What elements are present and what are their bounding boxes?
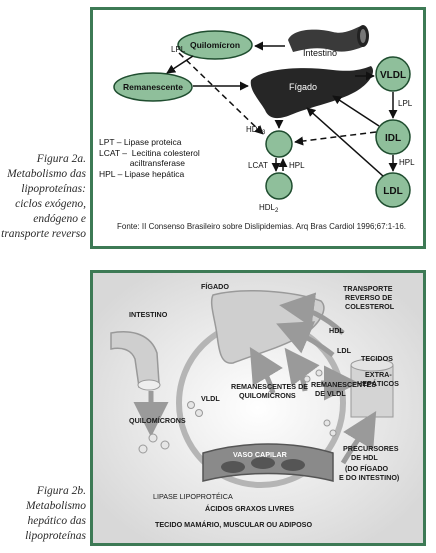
liver-label: Fígado <box>289 82 317 92</box>
chylo-remnant-label-1: REMANESCENTES DE <box>231 382 308 391</box>
ldl-node <box>375 172 411 208</box>
figure-2a-caption: Figura 2a. Metabolismo das lipoproteínas… <box>0 152 86 242</box>
caption-line: Figura 2a. <box>36 153 86 165</box>
hdl3-subscript: 3 <box>262 130 266 136</box>
ldl-label: LDL <box>383 186 402 197</box>
arrow-precursors-up <box>340 410 377 465</box>
lpl-top-label: LPL <box>171 45 186 54</box>
lipoprotein-particles <box>138 369 337 454</box>
quilomicron-node <box>177 30 253 60</box>
intestine-label: INTESTINO <box>129 310 168 319</box>
hdl2-subscript: 2 <box>275 208 279 214</box>
caption-line: Metabolismo <box>25 500 86 512</box>
free-fatty-acids-label: ÁCIDOS GRAXOS LIVRES <box>205 504 294 513</box>
vldl-label: VLDL <box>380 70 406 81</box>
figure-2b-caption: Figura 2b. Metabolismo hepático das lipo… <box>0 484 86 544</box>
capillary-vessel <box>202 443 334 482</box>
caption-line: transporte reverso <box>1 228 86 240</box>
arrow-hdl-to-liver <box>276 321 335 357</box>
hepatic-metabolism-diagram: FÍGADO TRANSPORTE REVERSO DE COLESTEROL … <box>93 273 423 543</box>
tissue-label-1: TECIDOS <box>361 354 393 363</box>
idl-node <box>375 119 411 155</box>
hpl-center-label: HPL <box>289 161 305 170</box>
legend-line: HPL – Lipase hepática <box>99 168 185 179</box>
remanescente-label: Remanescente <box>123 82 183 92</box>
caption-line: endógeno e <box>33 213 86 225</box>
lpl-right-label: LPL <box>398 99 413 108</box>
lipoprotein-cycle-diagram: Intestino Fígado Quilomícron Remanescent… <box>113 25 415 214</box>
liver-shape <box>250 66 374 119</box>
precursor-label-3: (DO FÍGADO <box>345 464 389 473</box>
vldl-remnant-label-2: DE VLDL <box>315 389 346 398</box>
tissue-label-2: EXTRA- <box>365 370 392 379</box>
source-note: Fonte: II Consenso Brasileiro sobre Disl… <box>117 222 407 231</box>
transport-label-3: COLESTEROL <box>345 302 395 311</box>
tissue-type-label: TECIDO MAMÁRIO, MUSCULAR OU ADIPOSO <box>155 520 312 529</box>
intestine-tube <box>110 331 161 391</box>
hpl-right-label: HPL <box>399 158 415 167</box>
legend-line: LCAT – Lecitina colesterol <box>99 147 200 158</box>
caption-line: lipoproteínas: <box>21 183 86 195</box>
vldl-node <box>375 56 411 92</box>
intestine-shape <box>288 25 369 52</box>
legend-line: aciltransferase <box>99 158 185 168</box>
precursor-label-4: E DO INTESTINO) <box>339 473 400 482</box>
chylo-remnant-label-2: QUILOMÍCRONS <box>239 391 296 400</box>
idl-label: IDL <box>385 133 401 144</box>
hdl-label: HDL <box>329 326 344 335</box>
liver-label: FÍGADO <box>201 282 229 291</box>
precursor-label-1: PRECURSORES <box>343 444 399 453</box>
hdl3-text: HDL <box>246 125 263 134</box>
transport-label-1: TRANSPORTE <box>343 284 393 293</box>
dashed-arrow-quilomicron-to-hdl3 <box>178 52 264 135</box>
arrow-remnants-to-liver <box>249 346 283 394</box>
lcat-label: LCAT <box>248 161 268 170</box>
vldl-remnant-label-1: REMANESCENTES <box>311 380 376 389</box>
transport-label-2: REVERSO DE <box>345 293 392 302</box>
ldl-label: LDL <box>337 346 352 355</box>
arrow-quilomicron-to-remanescente <box>166 55 194 74</box>
caption-line: hepático das <box>27 515 86 527</box>
caption-line: Metabolismo das <box>7 168 86 180</box>
caption-line: lipoproteínas <box>25 530 86 542</box>
chylomicrons-label: QUILOMÍCRONS <box>129 416 186 425</box>
hdl3-node <box>265 130 293 158</box>
tissue-label-3: HEPÁTICOS <box>357 379 399 388</box>
figure-2a-panel: Intestino Fígado Quilomícron Remanescent… <box>90 7 426 249</box>
vldl-label: VLDL <box>201 394 220 403</box>
arrow-idl-to-liver <box>332 95 380 127</box>
intestine-label: Intestino <box>303 48 337 58</box>
quilomicron-label: Quilomícron <box>190 40 240 50</box>
capillary-label: VASO CAPILAR <box>233 450 288 459</box>
hdl3-label: HDL3 <box>246 125 266 136</box>
arrow-transport-reverse <box>279 292 345 335</box>
legend-line: LPT – Lipase proteica <box>99 137 182 147</box>
precursor-label-2: DE HDL <box>351 453 378 462</box>
hdl2-label: HDL2 <box>259 203 279 214</box>
hdl2-node <box>265 172 293 200</box>
hdl2-text: HDL <box>259 203 276 212</box>
arrow-ldl-to-liver <box>306 107 384 177</box>
arrow-vldl-remnants <box>284 347 320 392</box>
caption-line: Figura 2b. <box>36 485 86 497</box>
dashed-arrow-idl-to-hdl3 <box>294 131 377 146</box>
lipase-label: LIPASE LIPOPROTÉICA <box>153 492 233 501</box>
caption-line: ciclos exógeno, <box>15 198 86 210</box>
figure-2b-panel: FÍGADO TRANSPORTE REVERSO DE COLESTEROL … <box>90 270 426 546</box>
remanescente-node <box>113 72 193 102</box>
